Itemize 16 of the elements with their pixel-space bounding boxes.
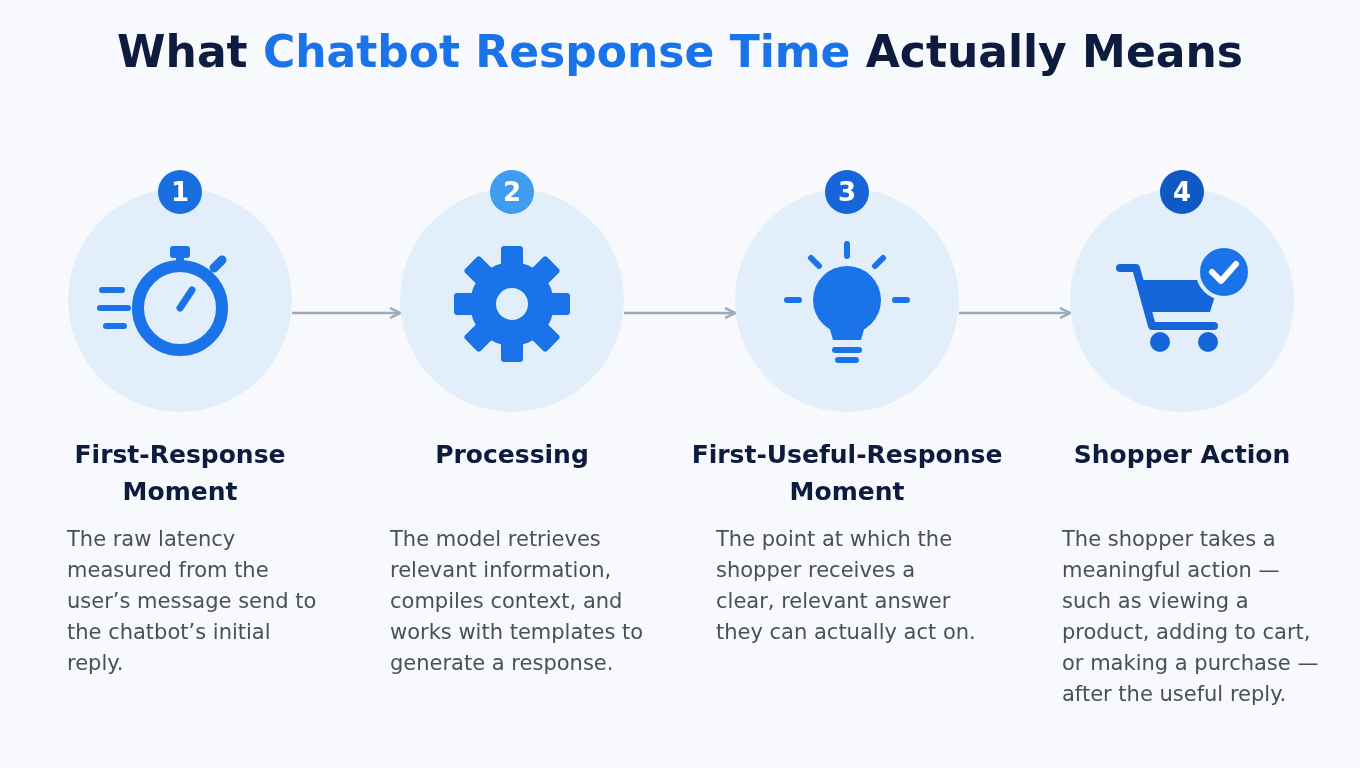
number-badge: 2 bbox=[490, 170, 534, 214]
step-description: The model retrieves relevant information, compiles context, and works with templates to generate a response. bbox=[390, 526, 645, 677]
arrow bbox=[624, 306, 737, 320]
step-description: The raw latency measured from the user’s message send to the chatbot’s initial reply. bbox=[67, 526, 318, 677]
title: What Chatbot Response Time Actually Means bbox=[116, 26, 1244, 77]
step-description: The point at which the shopper receives a clear, relevant answer they can actually act on. bbox=[716, 526, 977, 646]
arrow bbox=[292, 306, 402, 320]
step-heading: Processing bbox=[434, 439, 590, 471]
step-heading: Shopper Action bbox=[1072, 439, 1292, 471]
step-heading: First-Response Moment bbox=[73, 439, 287, 508]
number-badge: 3 bbox=[825, 170, 869, 214]
number-badge: 4 bbox=[1160, 170, 1204, 214]
number-badge: 1 bbox=[158, 170, 202, 214]
step-heading: First-Useful-Response Moment bbox=[690, 439, 1004, 508]
step-description: The shopper takes a meaningful action — such as viewing a product, adding to cart, or making a purchase — after the useful reply. bbox=[1062, 526, 1320, 708]
arrow bbox=[959, 306, 1072, 320]
